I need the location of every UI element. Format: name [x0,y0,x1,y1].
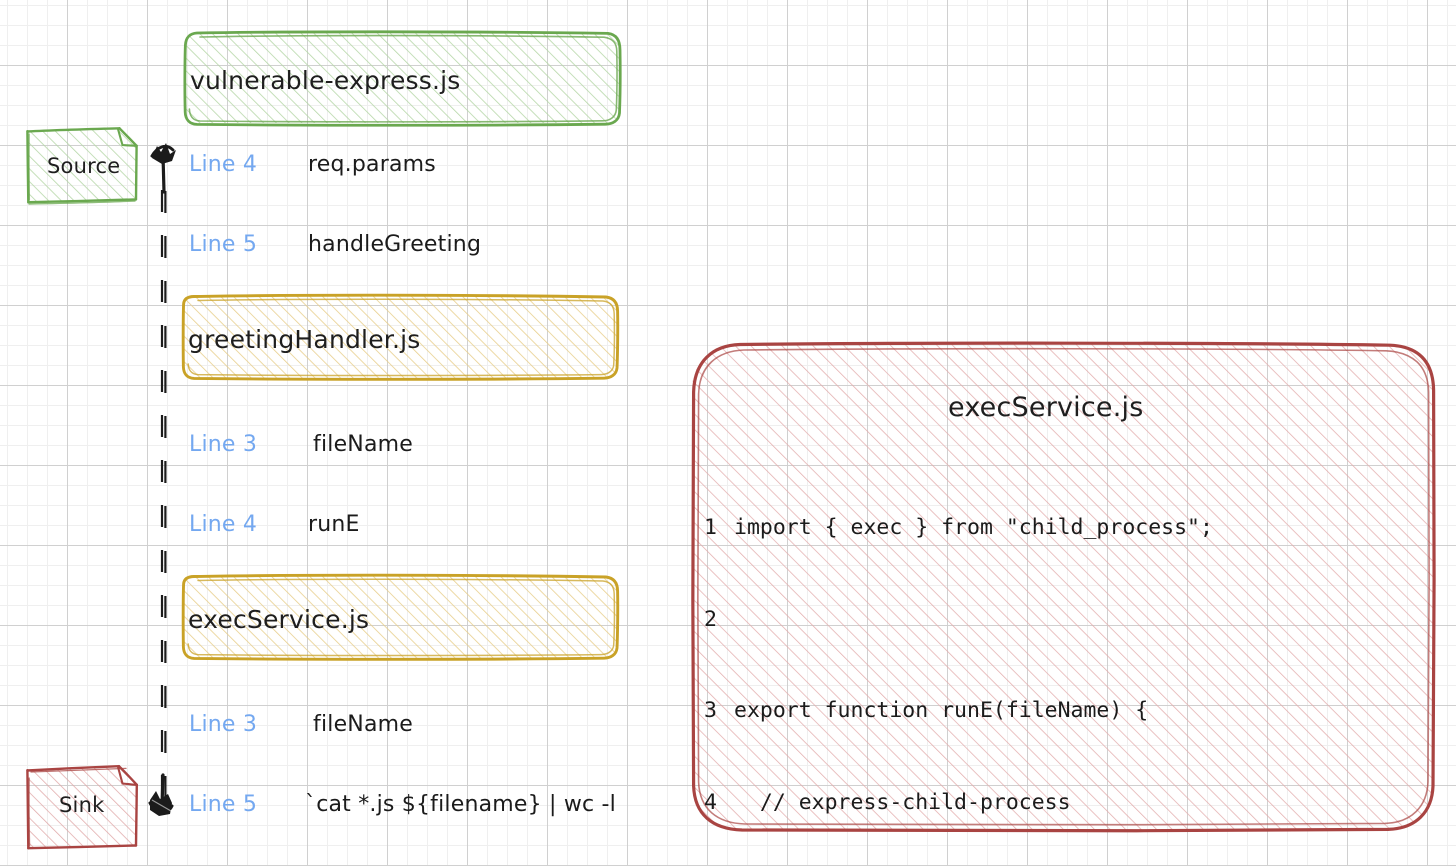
file-label-vulnerable-express: vulnerable-express.js [190,66,461,95]
trace-line-number-0: Line 4 [189,152,258,177]
code-line-text-3: export function runE(fileName) { [734,698,1149,723]
code-line-number-1: 1 [704,515,717,540]
trace-symbol-5: `cat *.js ${filename} | wc -l [305,792,616,817]
code-line-text-4: // express-child-process [734,789,1071,815]
code-line-text-1: import { exec } from "child_process"; [734,515,1213,540]
file-label-greeting-handler: greetingHandler.js [188,325,421,354]
code-line-number-4: 4 [704,789,717,815]
trace-symbol-4: fileName [313,712,414,737]
source-note-label: Source [47,154,121,178]
trace-dashed-line [160,190,167,806]
file-label-exec-service: execService.js [188,605,370,634]
code-line-3: 3 export function runE(fileName) { [704,696,1329,727]
code-line-2: 2 [704,605,1329,636]
sink-note-label: Sink [59,793,105,817]
code-line-4: 4 // express-child-process [704,788,1329,819]
source-arrow-icon [150,143,176,194]
trace-line-number-4: Line 3 [189,712,258,737]
trace-symbol-0: req.params [308,152,436,177]
sink-arrow-icon [148,773,174,816]
trace-symbol-3: runE [308,512,360,537]
code-line-number-3: 3 [704,698,717,723]
trace-line-number-2: Line 3 [189,432,258,457]
trace-line-number-3: Line 4 [189,512,258,537]
code-panel-body: 1 import { exec } from "child_process"; 2… [704,452,1329,866]
trace-line-number-1: Line 5 [189,232,258,257]
code-line-1: 1 import { exec } from "child_process"; [704,513,1329,544]
trace-symbol-1: handleGreeting [308,232,482,257]
code-panel-title: execService.js [948,392,1144,423]
trace-line-number-5: Line 5 [189,792,258,817]
code-line-number-2: 2 [704,606,717,632]
trace-symbol-2: fileName [313,432,414,457]
